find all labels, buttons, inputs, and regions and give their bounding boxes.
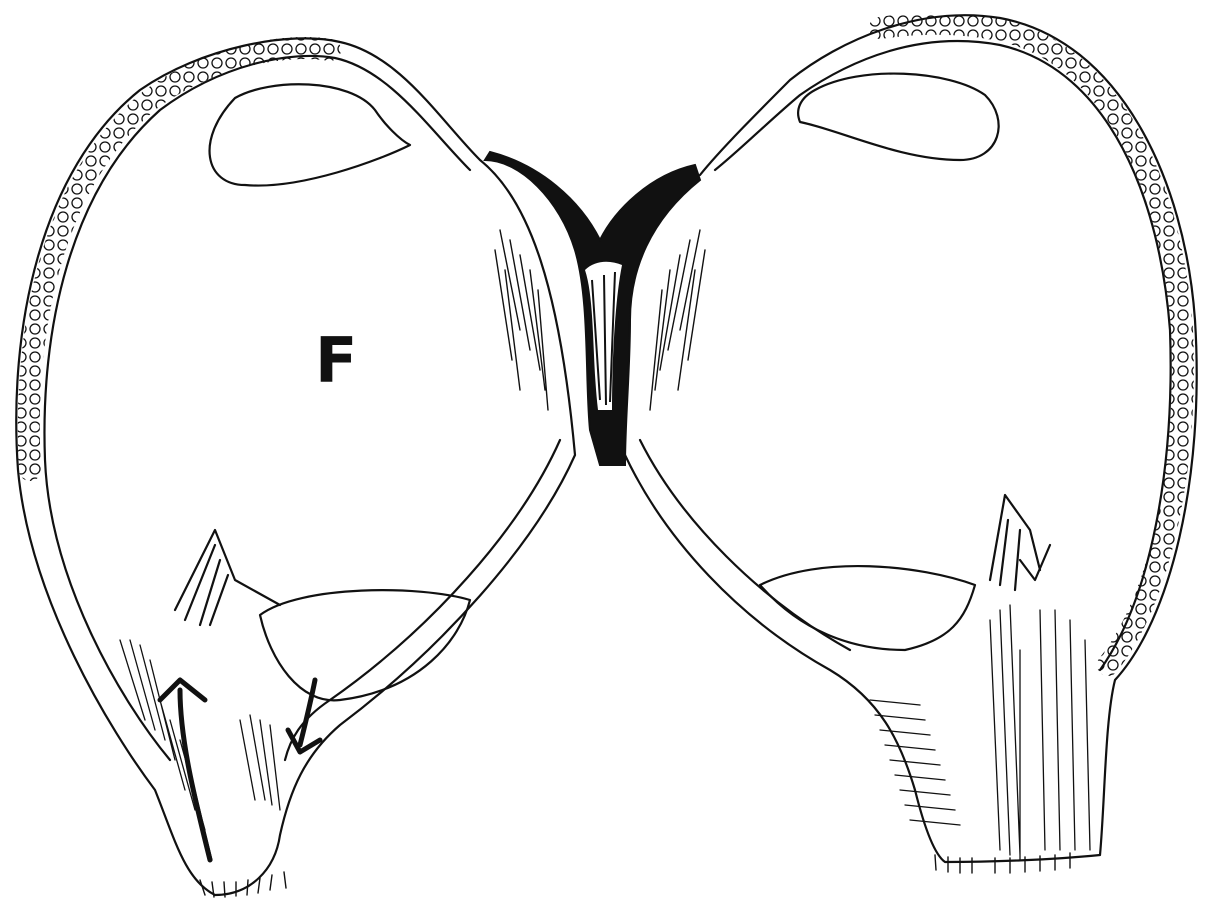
right-lower-lumen	[760, 566, 975, 650]
left-structure	[16, 38, 575, 897]
right-upper-lumen	[798, 74, 999, 160]
left-cell-band	[29, 48, 330, 470]
central-septum	[485, 152, 700, 465]
left-upper-lumen	[210, 84, 410, 185]
right-cell-band	[880, 24, 1183, 665]
right-outer-wall	[625, 15, 1197, 862]
right-peak	[990, 495, 1050, 590]
label-F: F	[315, 324, 357, 397]
right-inner-shading	[650, 230, 705, 410]
right-structure	[625, 15, 1197, 873]
left-peak	[175, 530, 280, 625]
left-lower-lumen	[260, 590, 470, 700]
right-lower-hatching	[870, 605, 1090, 860]
left-arrow-up	[160, 680, 210, 860]
right-inner-wall	[640, 41, 1171, 670]
left-fringe	[200, 872, 286, 897]
